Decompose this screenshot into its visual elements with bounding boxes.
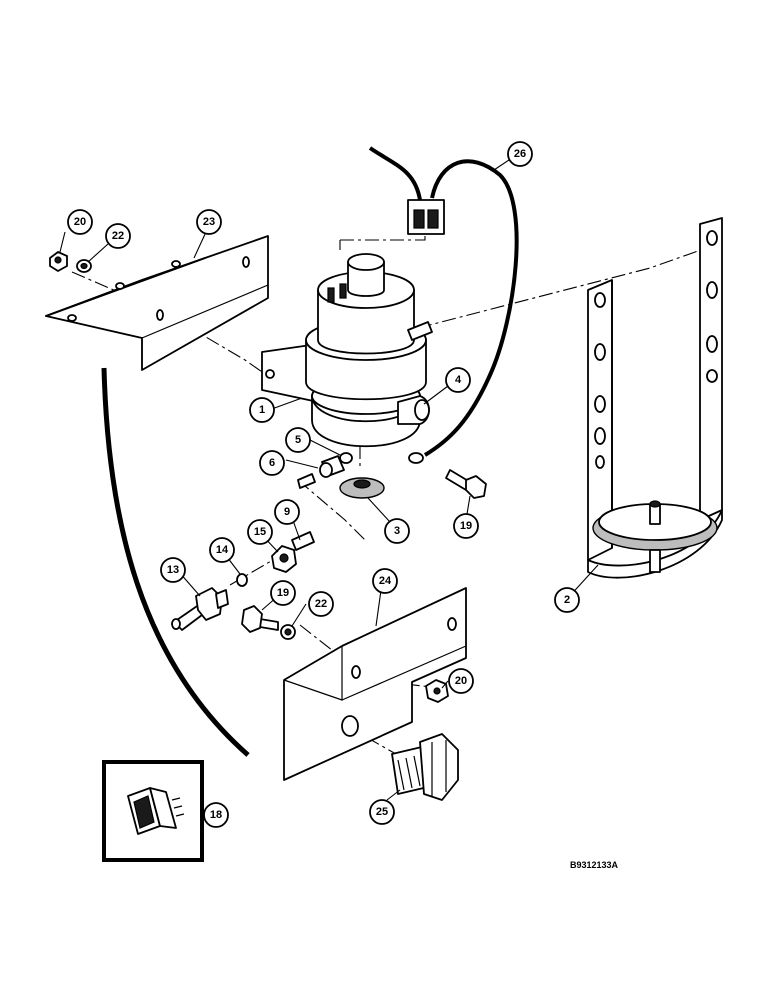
- switch-cable: [101, 367, 250, 757]
- svg-text:24: 24: [379, 575, 392, 587]
- callout-14: 14: [209, 537, 235, 563]
- svg-text:20: 20: [74, 216, 86, 228]
- svg-text:15: 15: [254, 526, 266, 538]
- callout-20-lower: 20: [448, 668, 474, 694]
- grommet-3: [339, 477, 385, 499]
- reference-code: B9312133A: [570, 860, 619, 870]
- svg-text:19: 19: [460, 520, 472, 532]
- callout-9: 9: [274, 499, 300, 525]
- ring-terminal: [408, 452, 424, 464]
- callout-13: 13: [160, 557, 186, 583]
- bolt-25: [391, 733, 459, 801]
- bracket-23: [45, 235, 269, 371]
- callout-20-top: 20: [67, 209, 93, 235]
- svg-text:18: 18: [210, 809, 222, 821]
- callout-2: 2: [554, 587, 580, 613]
- svg-text:9: 9: [284, 506, 290, 518]
- svg-text:25: 25: [376, 806, 388, 818]
- washer-22-top: [76, 259, 92, 273]
- bolt-19-upper: [445, 469, 487, 499]
- callout-22-top: 22: [105, 223, 131, 249]
- svg-text:22: 22: [315, 598, 327, 610]
- svg-text:14: 14: [216, 544, 229, 556]
- callout-19-upper: 19: [453, 513, 479, 539]
- callout-1: 1: [249, 397, 275, 423]
- svg-text:3: 3: [394, 525, 400, 537]
- switch-inset: [102, 760, 204, 862]
- nut-15: [271, 545, 297, 573]
- callout-24: 24: [372, 568, 398, 594]
- callout-18: 18: [203, 802, 229, 828]
- callout-22-lower: 22: [308, 591, 334, 617]
- washer-22-lower: [280, 624, 296, 640]
- nut-20-lower: [425, 679, 449, 703]
- callout-3: 3: [384, 518, 410, 544]
- bracket-24: [283, 587, 467, 781]
- svg-text:22: 22: [112, 230, 124, 242]
- fuel-pump: [261, 253, 433, 448]
- svg-text:19: 19: [277, 587, 289, 599]
- callout-15: 15: [247, 519, 273, 545]
- callout-19-lower: 19: [270, 580, 296, 606]
- svg-text:13: 13: [167, 564, 179, 576]
- svg-text:2: 2: [564, 594, 570, 606]
- bolt-19-lower: [241, 605, 279, 633]
- wire-harness: [368, 146, 519, 464]
- nut-20-top: [49, 251, 68, 272]
- fittings-5-6-9: [291, 452, 353, 551]
- callout-5: 5: [285, 427, 311, 453]
- svg-text:26: 26: [514, 148, 526, 160]
- callout-4: 4: [445, 367, 471, 393]
- svg-text:20: 20: [455, 675, 467, 687]
- sleeve-14: [236, 573, 248, 587]
- callout-6: 6: [259, 450, 285, 476]
- svg-text:1: 1: [259, 404, 265, 416]
- svg-text:6: 6: [269, 457, 275, 469]
- callout-26: 26: [507, 141, 533, 167]
- svg-text:23: 23: [203, 216, 215, 228]
- callout-25: 25: [369, 799, 395, 825]
- callout-23: 23: [196, 209, 222, 235]
- svg-text:5: 5: [295, 434, 301, 446]
- sender-13: [171, 587, 229, 631]
- mounting-strap-2: [587, 217, 723, 579]
- svg-text:4: 4: [455, 374, 462, 386]
